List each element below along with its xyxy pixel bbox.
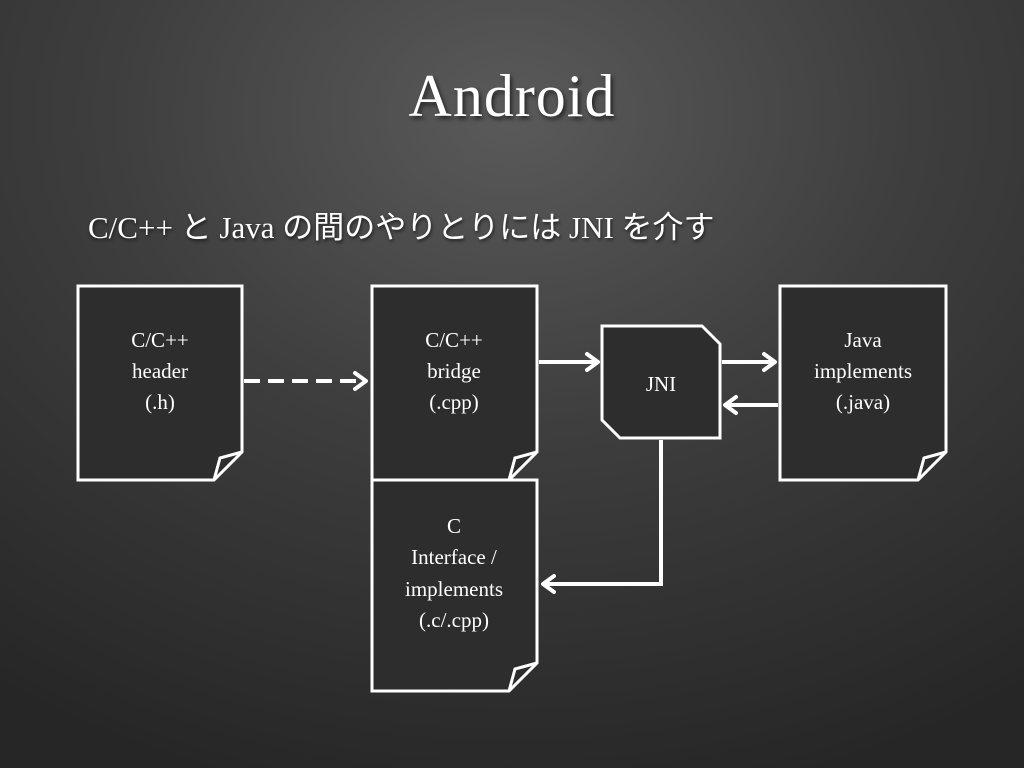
edge-header-to-bridge xyxy=(244,371,368,391)
node-java-impl-line-3: (.java) xyxy=(836,390,890,414)
edge-jni-to-c-interface xyxy=(541,440,663,594)
node-cpp-header-line-1: C/C++ xyxy=(131,328,189,352)
node-java-impl: Java implements (.java) xyxy=(778,284,948,482)
node-cpp-bridge-line-3: (.cpp) xyxy=(429,390,479,414)
node-cpp-bridge-line-2: bridge xyxy=(427,359,481,383)
node-c-interface-line-2: Interface / xyxy=(411,545,497,569)
node-java-impl-line-1: Java xyxy=(844,328,882,352)
node-cpp-header: C/C++ header (.h) xyxy=(76,284,244,482)
edge-jni-to-java xyxy=(722,352,777,372)
node-cpp-header-line-3: (.h) xyxy=(145,390,175,414)
node-cpp-bridge-line-1: C/C++ xyxy=(425,328,483,352)
node-cpp-header-line-2: header xyxy=(132,359,188,383)
node-jni-label: JNI xyxy=(646,372,676,396)
node-c-interface-line-3: implements xyxy=(405,577,503,601)
slide-subtitle: C/C++ と Java の間のやりとりには JNI を介す xyxy=(88,210,715,245)
slide-title: Android xyxy=(408,63,616,129)
node-c-interface-line-1: C xyxy=(447,514,461,538)
edge-java-to-jni xyxy=(723,395,778,415)
node-c-interface-line-4: (.c/.cpp) xyxy=(419,608,489,632)
node-jni: JNI xyxy=(600,324,722,440)
node-cpp-bridge: C/C++ bridge (.cpp) xyxy=(370,284,539,482)
node-c-interface: C Interface / implements (.c/.cpp) xyxy=(370,478,539,693)
edge-bridge-to-jni xyxy=(539,352,600,372)
node-java-impl-line-2: implements xyxy=(814,359,912,383)
